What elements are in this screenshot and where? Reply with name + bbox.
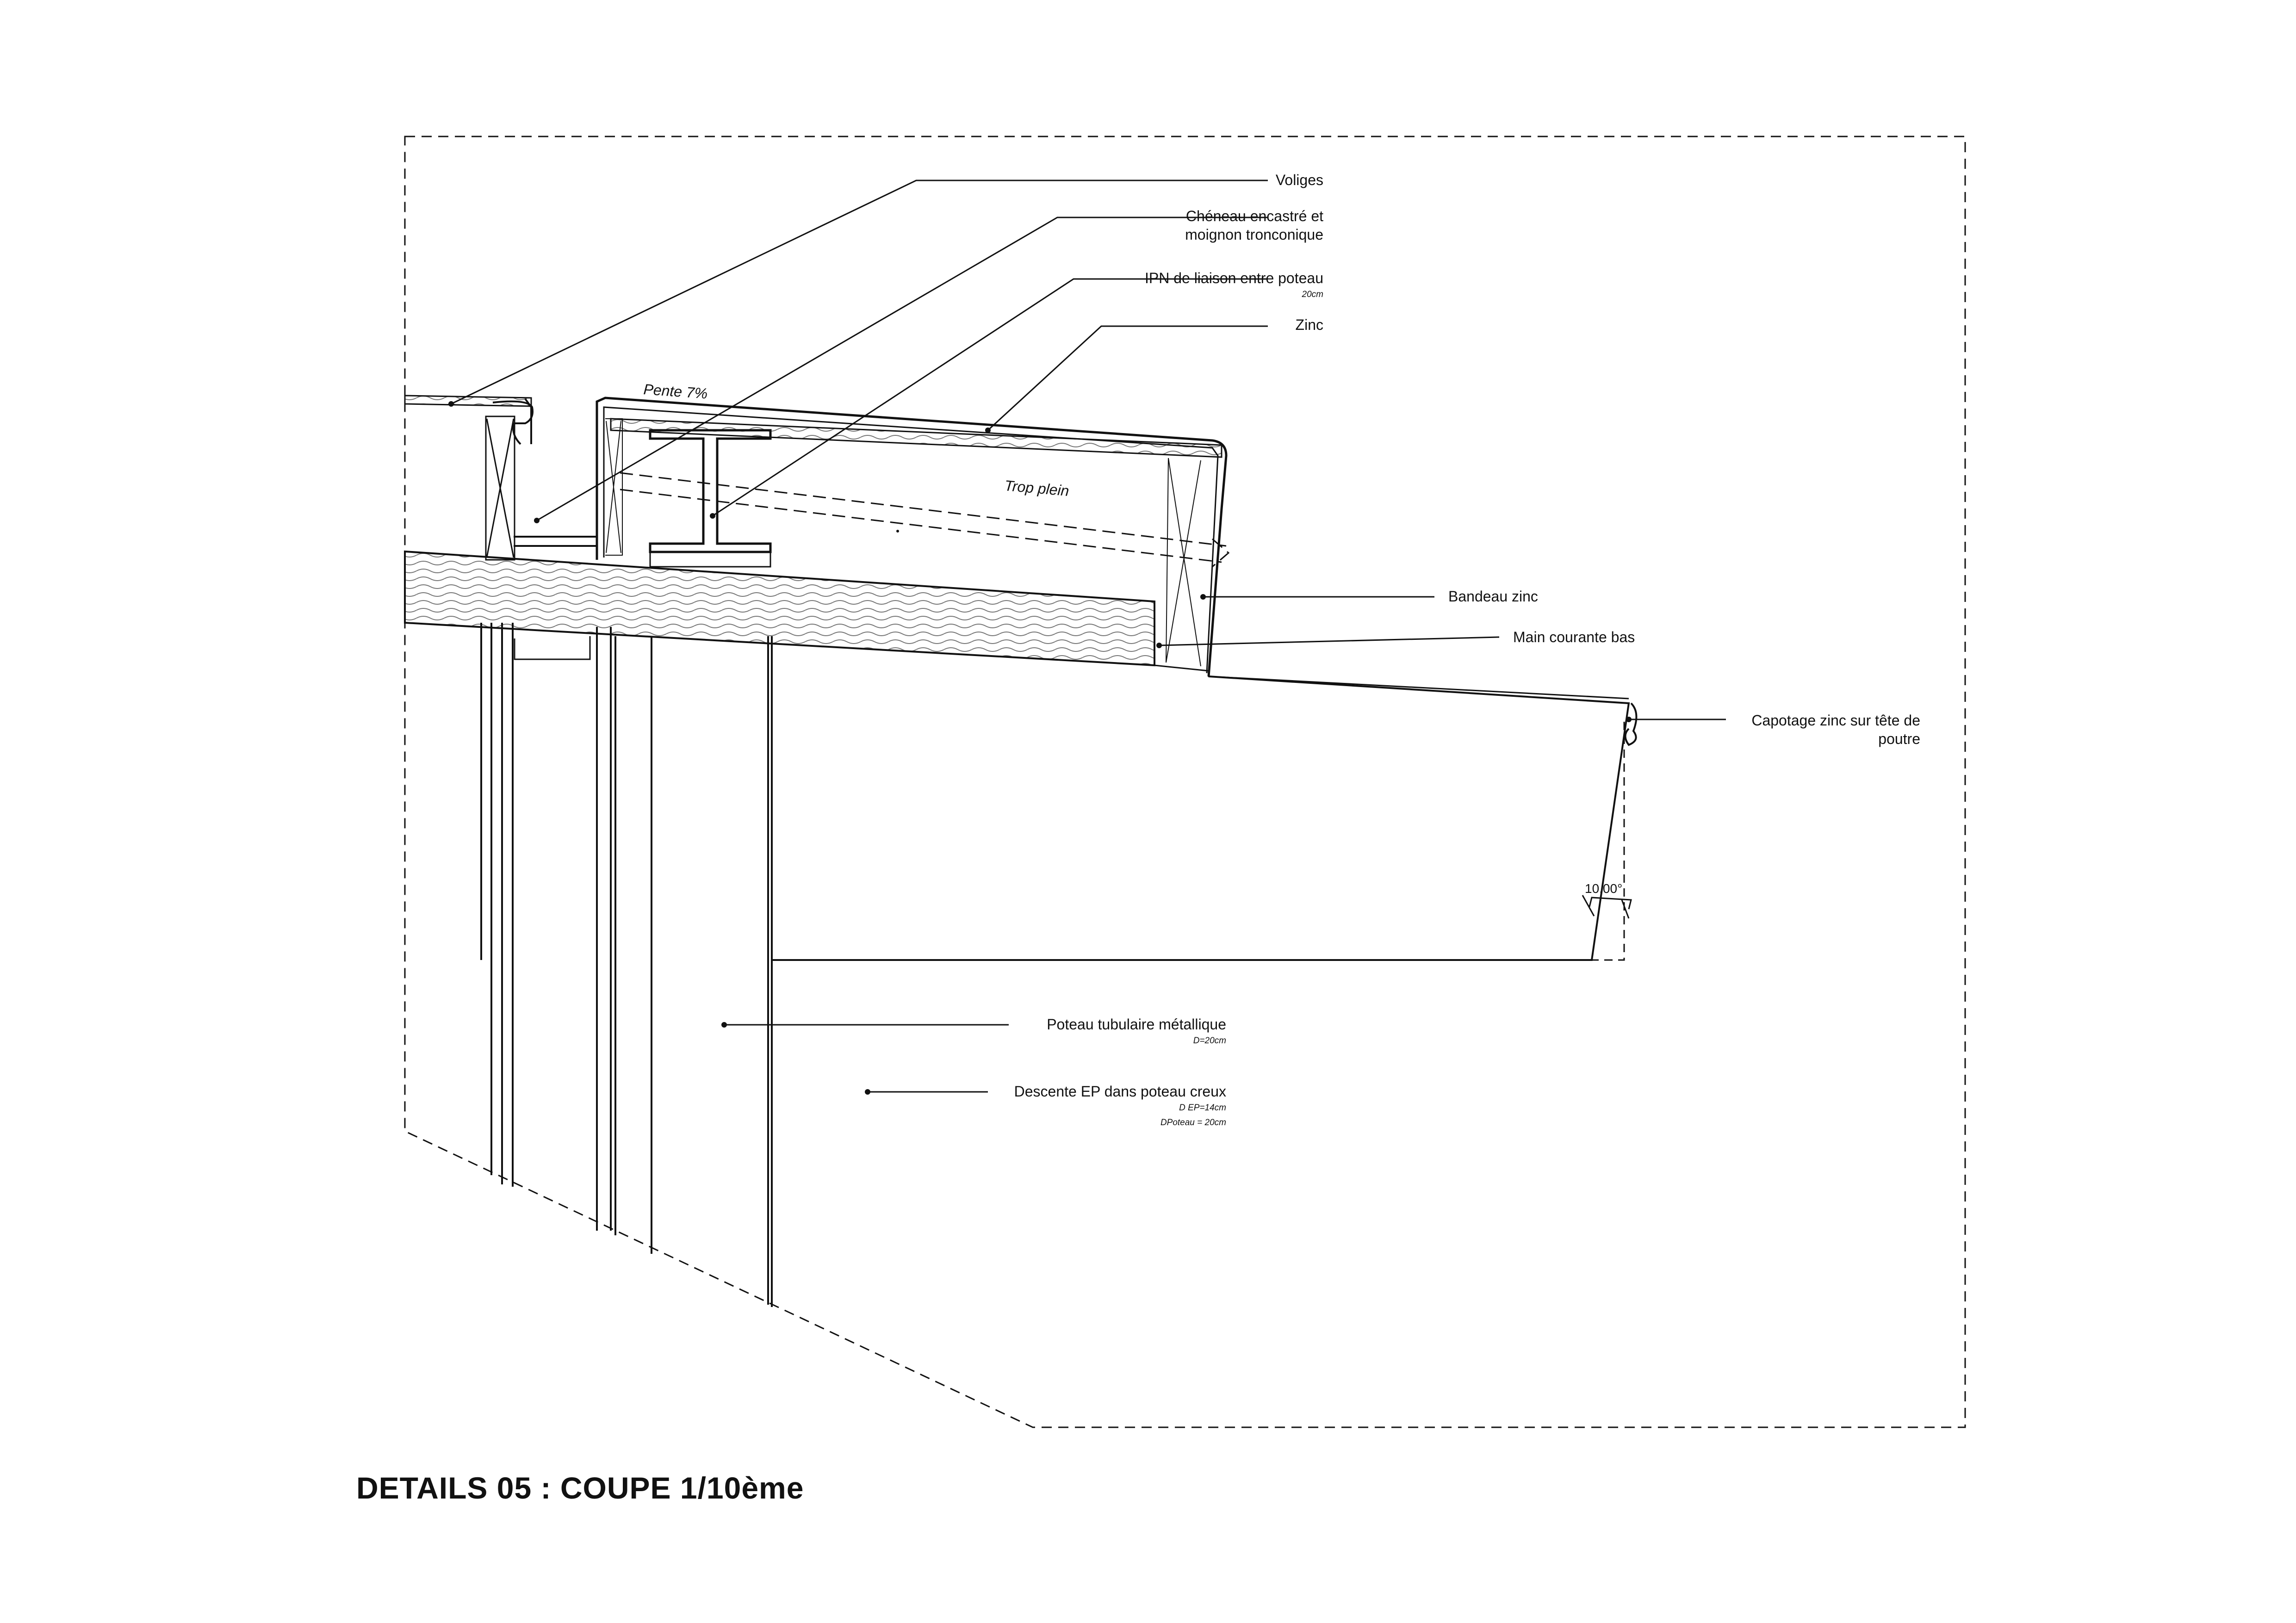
label-poteau: Poteau tubulaire métallique	[1047, 1016, 1226, 1033]
label-capotage-1: Capotage zinc sur tête de	[1751, 712, 1920, 729]
eave-top	[1154, 664, 1629, 700]
overflow-pipe	[620, 472, 1230, 568]
drawing-title: DETAILS 05 : COUPE 1/10ème	[356, 1471, 804, 1505]
detail-boundary	[404, 136, 1966, 1428]
label-capotage-2: poutre	[1878, 731, 1920, 747]
zinc-cover	[596, 396, 1228, 677]
label-ipn: IPN de liaison entre poteau	[1145, 270, 1323, 286]
label-poteau-sub: D=20cm	[1193, 1036, 1226, 1046]
label-main-courante: Main courante bas	[1513, 629, 1635, 645]
annotation-pente: Pente 7%	[643, 381, 708, 402]
label-ipn-sub: 20cm	[1302, 290, 1323, 299]
leader-dots	[448, 401, 1632, 1095]
downspout-box	[514, 636, 591, 660]
eave-overhang	[772, 675, 1630, 961]
zinc-cover-inner	[603, 406, 1219, 674]
left-column	[480, 623, 514, 1187]
label-descente-sub2: DPoteau = 20cm	[1160, 1118, 1226, 1127]
gutter-left-block	[485, 415, 515, 561]
annotation-trop-plein: Trop plein	[1004, 477, 1070, 499]
label-cheneau-1: Chéneau encastré et	[1186, 208, 1323, 224]
gutter	[514, 536, 598, 547]
left-cross-block	[605, 418, 623, 556]
voliges-layer	[610, 418, 1222, 458]
label-voliges: Voliges	[1276, 172, 1323, 188]
metal-post	[596, 627, 773, 1307]
label-bandeau: Bandeau zinc	[1448, 588, 1538, 605]
gutter-edge	[524, 398, 532, 444]
roof-slab	[404, 550, 1155, 667]
label-cheneau-2: moignon tronconique	[1185, 226, 1323, 243]
bandeau-cross	[1166, 458, 1201, 667]
angle-dimension	[1582, 895, 1632, 919]
capotage-hook	[1624, 702, 1638, 746]
ipn-beam	[649, 429, 772, 553]
post-top-plate	[649, 552, 771, 568]
label-zinc: Zinc	[1296, 316, 1323, 333]
leader-lines	[451, 180, 1726, 1093]
label-descente-sub1: D EP=14cm	[1179, 1103, 1226, 1113]
beam-dashed-edge	[1592, 722, 1625, 961]
annotation-angle: 10.00°	[1585, 881, 1622, 896]
label-descente: Descente EP dans poteau creux	[1014, 1083, 1226, 1100]
